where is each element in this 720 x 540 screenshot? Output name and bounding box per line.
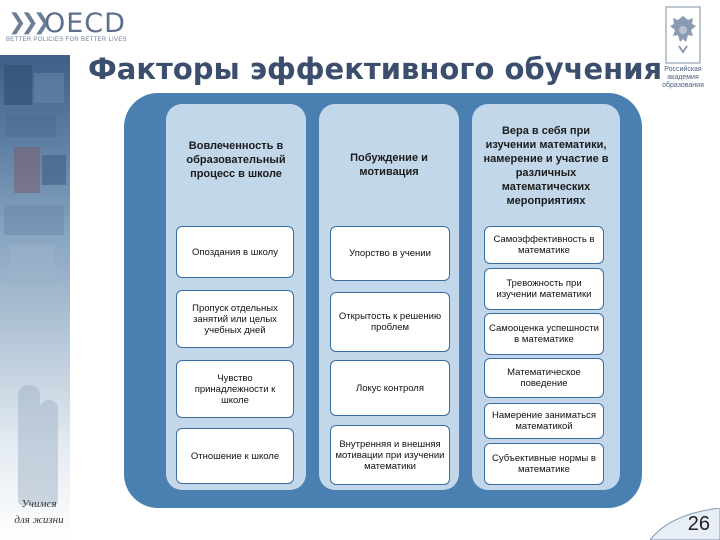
- factor-box: Локус контроля: [330, 360, 450, 416]
- factor-box: Упорство в учении: [330, 226, 450, 281]
- factor-box: Отношение к школе: [176, 428, 294, 484]
- rao-emblem: Российская академия образования: [652, 6, 714, 104]
- slogan-line-1: Учимся: [21, 498, 57, 510]
- emblem-caption: Российская академия образования: [662, 66, 704, 89]
- factor-box: Субъективные нормы в математике: [484, 443, 604, 485]
- oecd-logo: ❯❯❯ OECD BETTER POLICIES FOR BETTER LIVE…: [6, 6, 127, 48]
- factor-box: Самооценка успешности в математике: [484, 313, 604, 355]
- slogan-line-2: для жизни: [14, 514, 64, 526]
- factor-box: Тревожность при изучении математики: [484, 268, 604, 310]
- page-title: Факторы эффективного обучения: [88, 52, 663, 86]
- oecd-logo-tagline: BETTER POLICIES FOR BETTER LIVES: [6, 37, 127, 43]
- oecd-logo-text: OECD: [44, 8, 126, 39]
- page-number-box: 26: [650, 508, 720, 540]
- slogan: Учимся для жизни: [6, 496, 72, 528]
- factor-box: Внутренняя и внешняя мотивации при изуче…: [330, 425, 450, 485]
- factor-box: Опоздания в школу: [176, 226, 294, 278]
- factor-box: Открытость к решению проблем: [330, 292, 450, 352]
- factor-box: Пропуск отдельных занятий или целых учеб…: [176, 290, 294, 348]
- factor-box: Самоэффективность в математике: [484, 226, 604, 264]
- page-number: 26: [687, 513, 710, 535]
- column-header-self-belief: Вера в себя при изучении математики, нам…: [483, 125, 609, 207]
- column-header-motivation: Побуждение и мотивация: [350, 152, 428, 178]
- factor-box: Математическое поведение: [484, 358, 604, 398]
- double-headed-eagle-icon: [665, 6, 701, 64]
- oecd-chevrons-icon: ❯❯❯: [8, 10, 51, 35]
- decorative-photo-strip: [0, 55, 70, 540]
- column-header-engagement: Вовлеченность в образовательный процесс …: [186, 140, 286, 180]
- factor-box: Чувство принадлежности к школе: [176, 360, 294, 418]
- factor-box: Намерение заниматься математикой: [484, 403, 604, 439]
